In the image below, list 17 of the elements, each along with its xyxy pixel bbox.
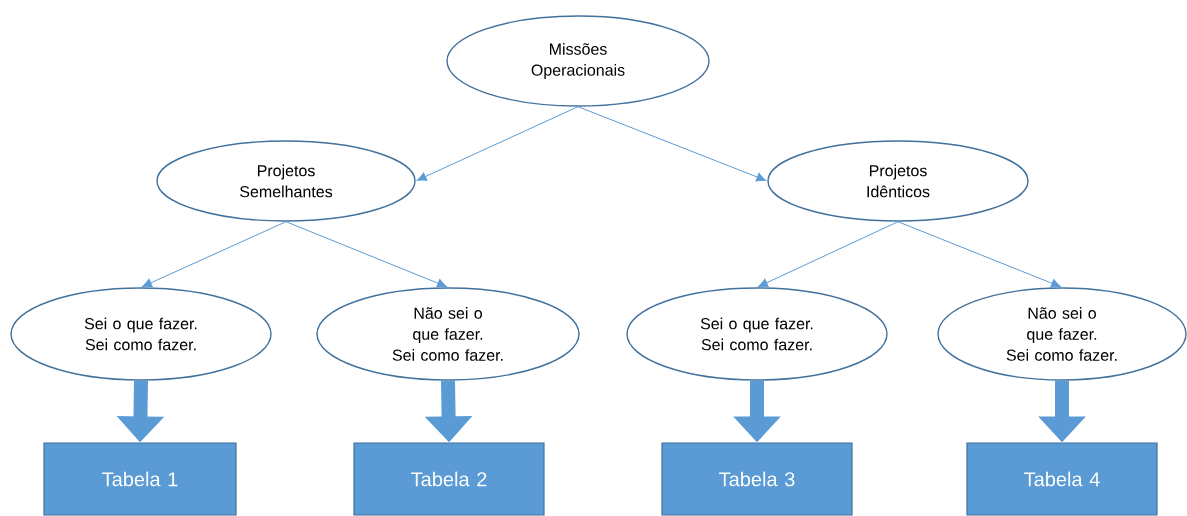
oval-node: Sei o que fazer. Sei como fazer.: [626, 287, 888, 381]
oval-node: Missões Operacionais: [446, 15, 710, 107]
table-box: Tabela 2: [353, 442, 545, 516]
arrow: [142, 221, 287, 288]
arrow: [285, 221, 447, 288]
oval-node: Não sei o que fazer. Sei como fazer.: [937, 287, 1187, 381]
oval-node: Projetos Semelhantes: [156, 140, 416, 222]
arrow: [577, 106, 767, 182]
table-box: Tabela 1: [43, 442, 237, 516]
arrow: [758, 221, 899, 288]
oval-node: Não sei o que fazer. Sei como fazer.: [316, 287, 580, 381]
oval-node: Sei o que fazer. Sei como fazer.: [10, 287, 272, 381]
arrow: [897, 221, 1061, 288]
table-box: Tabela 3: [661, 442, 853, 516]
table-box: Tabela 4: [966, 442, 1158, 516]
oval-node: Projetos Idênticos: [767, 140, 1029, 222]
arrow: [416, 106, 579, 181]
